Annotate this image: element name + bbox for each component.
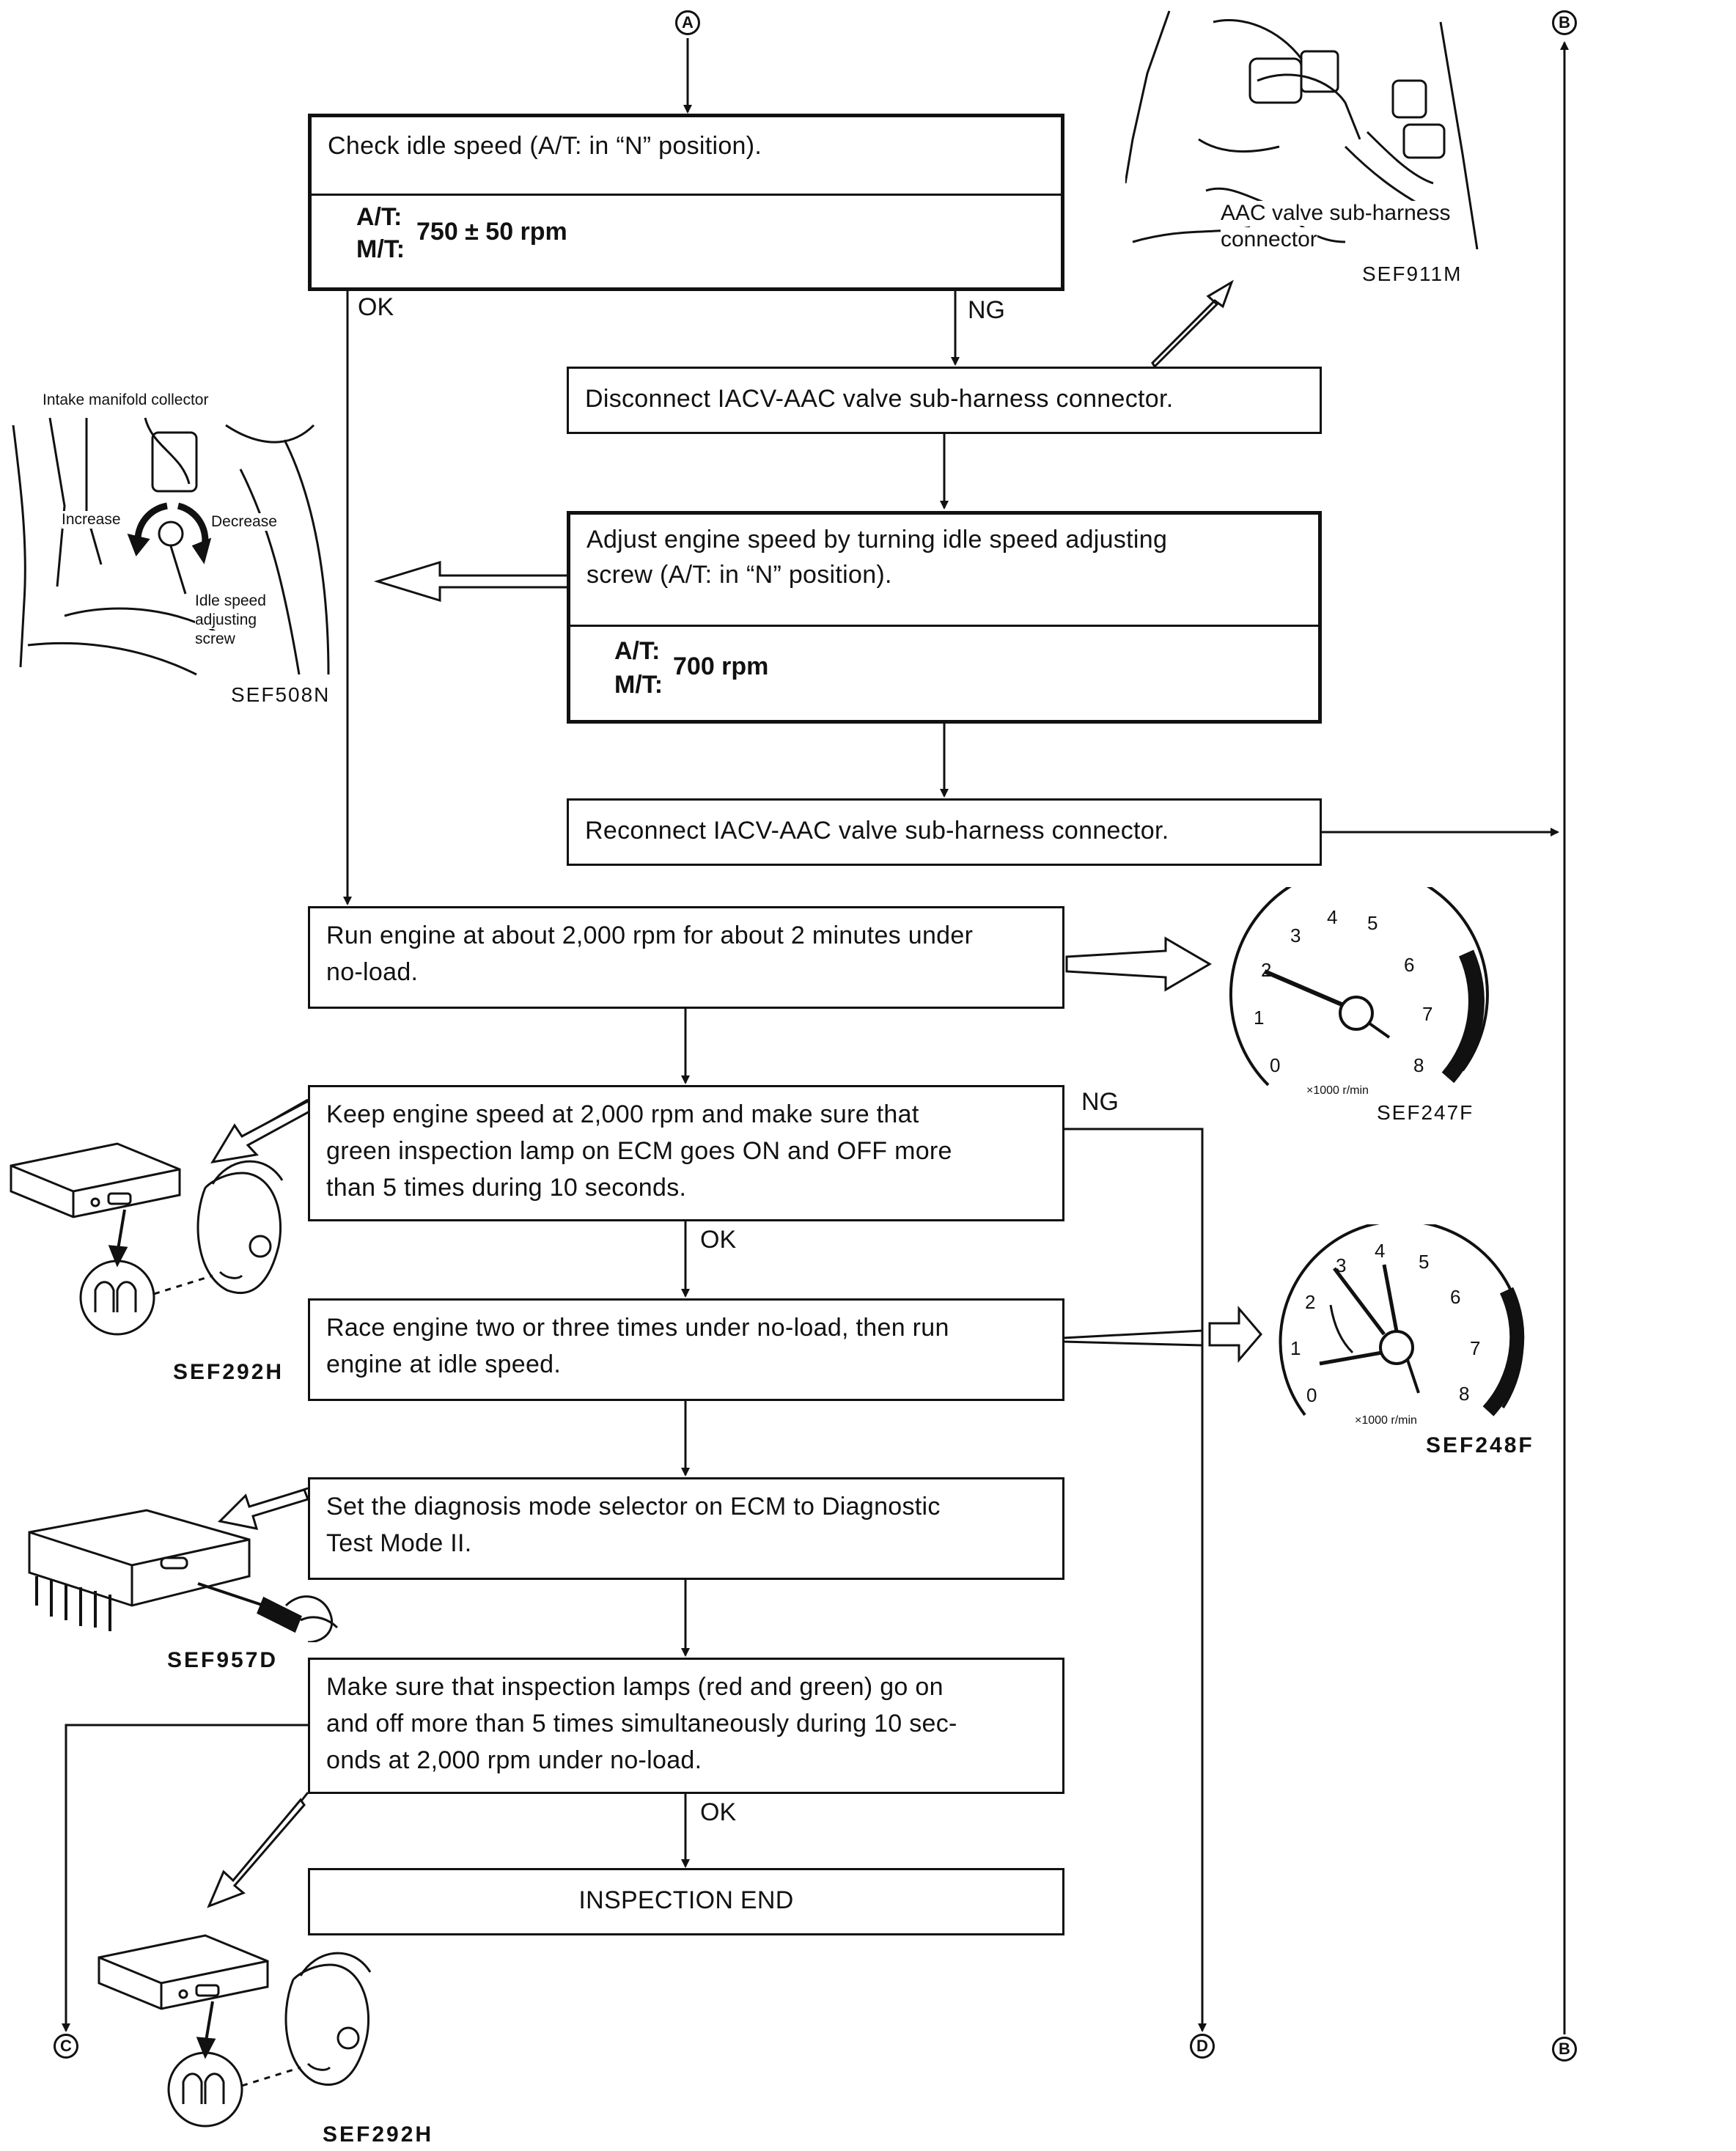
connector-b-top: B bbox=[1552, 10, 1577, 35]
race-engine-box: Race engine two or three times under no-… bbox=[308, 1298, 1064, 1401]
make-line-2: and off more than 5 times simultaneously… bbox=[326, 1710, 957, 1738]
run-line-2: no-load. bbox=[326, 958, 419, 986]
aac-label-line-2: connector bbox=[1221, 227, 1317, 252]
inspection-end-box: INSPECTION END bbox=[308, 1868, 1064, 1935]
tach1-tick-5: 5 bbox=[1367, 912, 1378, 934]
tach2-tick-5: 5 bbox=[1419, 1251, 1429, 1273]
run-engine-box: Run engine at about 2,000 rpm for about … bbox=[308, 906, 1064, 1009]
connector-d: D bbox=[1190, 2034, 1215, 2059]
check-idle-spec bbox=[312, 194, 1061, 302]
sef911m-code: SEF911M bbox=[1362, 262, 1463, 285]
check-spec-mt: M/T: bbox=[356, 235, 405, 263]
race-engine-text: Race engine two or three times under no-… bbox=[310, 1301, 1062, 1390]
run-engine-text: Run engine at about 2,000 rpm for about … bbox=[310, 908, 1062, 998]
make-line-1: Make sure that inspection lamps (red and… bbox=[326, 1673, 944, 1701]
screw-label-3: screw bbox=[195, 630, 235, 648]
adjust-spec-at: A/T: bbox=[614, 637, 661, 665]
collector-label: Intake manifold collector bbox=[43, 391, 209, 409]
sef292h-top-code: SEF292H bbox=[173, 1360, 284, 1384]
ecm-lamp-check-illustration-top bbox=[10, 1142, 284, 1336]
adjust-spec bbox=[570, 625, 1318, 737]
race-line-2: engine at idle speed. bbox=[326, 1350, 562, 1378]
tach1-tick-0: 0 bbox=[1270, 1054, 1280, 1076]
idle-screw-illustration bbox=[12, 417, 330, 676]
keep-speed-text: Keep engine speed at 2,000 rpm and make … bbox=[310, 1087, 1062, 1213]
connector-a: A bbox=[675, 10, 700, 35]
tach2-tick-1: 1 bbox=[1290, 1337, 1301, 1359]
ok-label-1: OK bbox=[358, 293, 394, 321]
make-sure-box: Make sure that inspection lamps (red and… bbox=[308, 1658, 1064, 1794]
tach1-tick-1: 1 bbox=[1254, 1007, 1264, 1029]
adjust-spec-value: 700 rpm bbox=[673, 652, 769, 680]
run-line-1: Run engine at about 2,000 rpm for about … bbox=[326, 922, 974, 949]
tach2-tick-6: 6 bbox=[1450, 1286, 1460, 1308]
ok-label-2: OK bbox=[700, 1226, 737, 1254]
sef248f-code: SEF248F bbox=[1426, 1433, 1534, 1457]
tach2-tick-4: 4 bbox=[1375, 1240, 1385, 1262]
set-mode-text: Set the diagnosis mode selector on ECM t… bbox=[310, 1479, 1062, 1569]
tach1-tick-6: 6 bbox=[1404, 954, 1414, 976]
sef247f-code: SEF247F bbox=[1377, 1101, 1474, 1124]
disconnect-text: Disconnect IACV-AAC valve sub-harness co… bbox=[585, 385, 1174, 413]
keep-line-2: green inspection lamp on ECM goes ON and… bbox=[326, 1137, 952, 1165]
ecm-lamp-check-illustration-bottom bbox=[98, 1934, 372, 2128]
tach1-tick-3: 3 bbox=[1290, 924, 1301, 946]
decrease-label: Decrease bbox=[211, 513, 277, 531]
ok-label-3: OK bbox=[700, 1798, 737, 1826]
ecm-mode-selector-illustration bbox=[28, 1509, 339, 1642]
aac-label-line-1: AAC valve sub-harness bbox=[1221, 201, 1451, 226]
adjust-text: Adjust engine speed by turning idle spee… bbox=[570, 515, 1318, 625]
disconnect-box: Disconnect IACV-AAC valve sub-harness co… bbox=[567, 367, 1322, 434]
make-sure-text: Make sure that inspection lamps (red and… bbox=[310, 1660, 1062, 1786]
reconnect-box: Reconnect IACV-AAC valve sub-harness con… bbox=[567, 798, 1322, 866]
tach2-tick-8: 8 bbox=[1459, 1383, 1469, 1405]
check-idle-box: Check idle speed (A/T: in “N” position). bbox=[308, 114, 1064, 291]
race-line-1: Race engine two or three times under no-… bbox=[326, 1314, 949, 1342]
tach1-tick-8: 8 bbox=[1413, 1054, 1424, 1076]
adjust-line-1: Adjust engine speed by turning idle spee… bbox=[586, 526, 1168, 554]
connector-b-bottom: B bbox=[1552, 2037, 1577, 2062]
reconnect-text: Reconnect IACV-AAC valve sub-harness con… bbox=[585, 817, 1169, 845]
check-spec-value: 750 ± 50 rpm bbox=[416, 218, 567, 246]
set-mode-box: Set the diagnosis mode selector on ECM t… bbox=[308, 1477, 1064, 1580]
check-spec-at: A/T: bbox=[356, 203, 402, 231]
screw-label-2: adjusting bbox=[195, 611, 257, 629]
tach2-tick-7: 7 bbox=[1470, 1337, 1480, 1359]
adjust-line-2: screw (A/T: in “N” position). bbox=[586, 561, 892, 589]
adjust-box: Adjust engine speed by turning idle spee… bbox=[567, 511, 1322, 724]
screw-label-1: Idle speed bbox=[195, 592, 266, 610]
ng-label-1: NG bbox=[968, 296, 1005, 324]
tach2-tick-0: 0 bbox=[1306, 1384, 1317, 1406]
set-line-2: Test Mode II. bbox=[326, 1529, 472, 1557]
keep-line-3: than 5 times during 10 seconds. bbox=[326, 1174, 687, 1202]
tach2-tick-2: 2 bbox=[1305, 1291, 1315, 1313]
tachometer-race-illustration: 0 1 2 3 4 5 6 7 8 ×1000 r/min bbox=[1279, 1224, 1525, 1427]
tach1-tick-2: 2 bbox=[1261, 959, 1271, 981]
check-idle-text: Check idle speed (A/T: in “N” position). bbox=[328, 132, 762, 160]
tach1-tick-7: 7 bbox=[1422, 1003, 1432, 1025]
connector-c: C bbox=[54, 2034, 78, 2059]
keep-speed-box: Keep engine speed at 2,000 rpm and make … bbox=[308, 1085, 1064, 1221]
tach1-tick-4: 4 bbox=[1327, 906, 1337, 928]
keep-line-1: Keep engine speed at 2,000 rpm and make … bbox=[326, 1100, 919, 1128]
adjust-spec-mt: M/T: bbox=[614, 671, 663, 699]
increase-label: Increase bbox=[62, 511, 121, 529]
ng-label-2: NG bbox=[1081, 1088, 1119, 1116]
make-line-3: onds at 2,000 rpm under no-load. bbox=[326, 1746, 702, 1774]
tach2-unit: ×1000 r/min bbox=[1355, 1414, 1417, 1427]
set-line-1: Set the diagnosis mode selector on ECM t… bbox=[326, 1493, 941, 1521]
inspection-end-text: INSPECTION END bbox=[578, 1886, 794, 1914]
sef508n-code: SEF508N bbox=[231, 683, 331, 706]
sef292h-bottom-code: SEF292H bbox=[323, 2122, 434, 2147]
tach2-tick-3: 3 bbox=[1336, 1254, 1346, 1276]
tachometer-2000-illustration: 0 1 2 3 4 5 6 7 8 ×1000 r/min bbox=[1229, 887, 1489, 1097]
tach1-unit: ×1000 r/min bbox=[1306, 1084, 1369, 1097]
sef957d-code: SEF957D bbox=[167, 1648, 279, 1672]
